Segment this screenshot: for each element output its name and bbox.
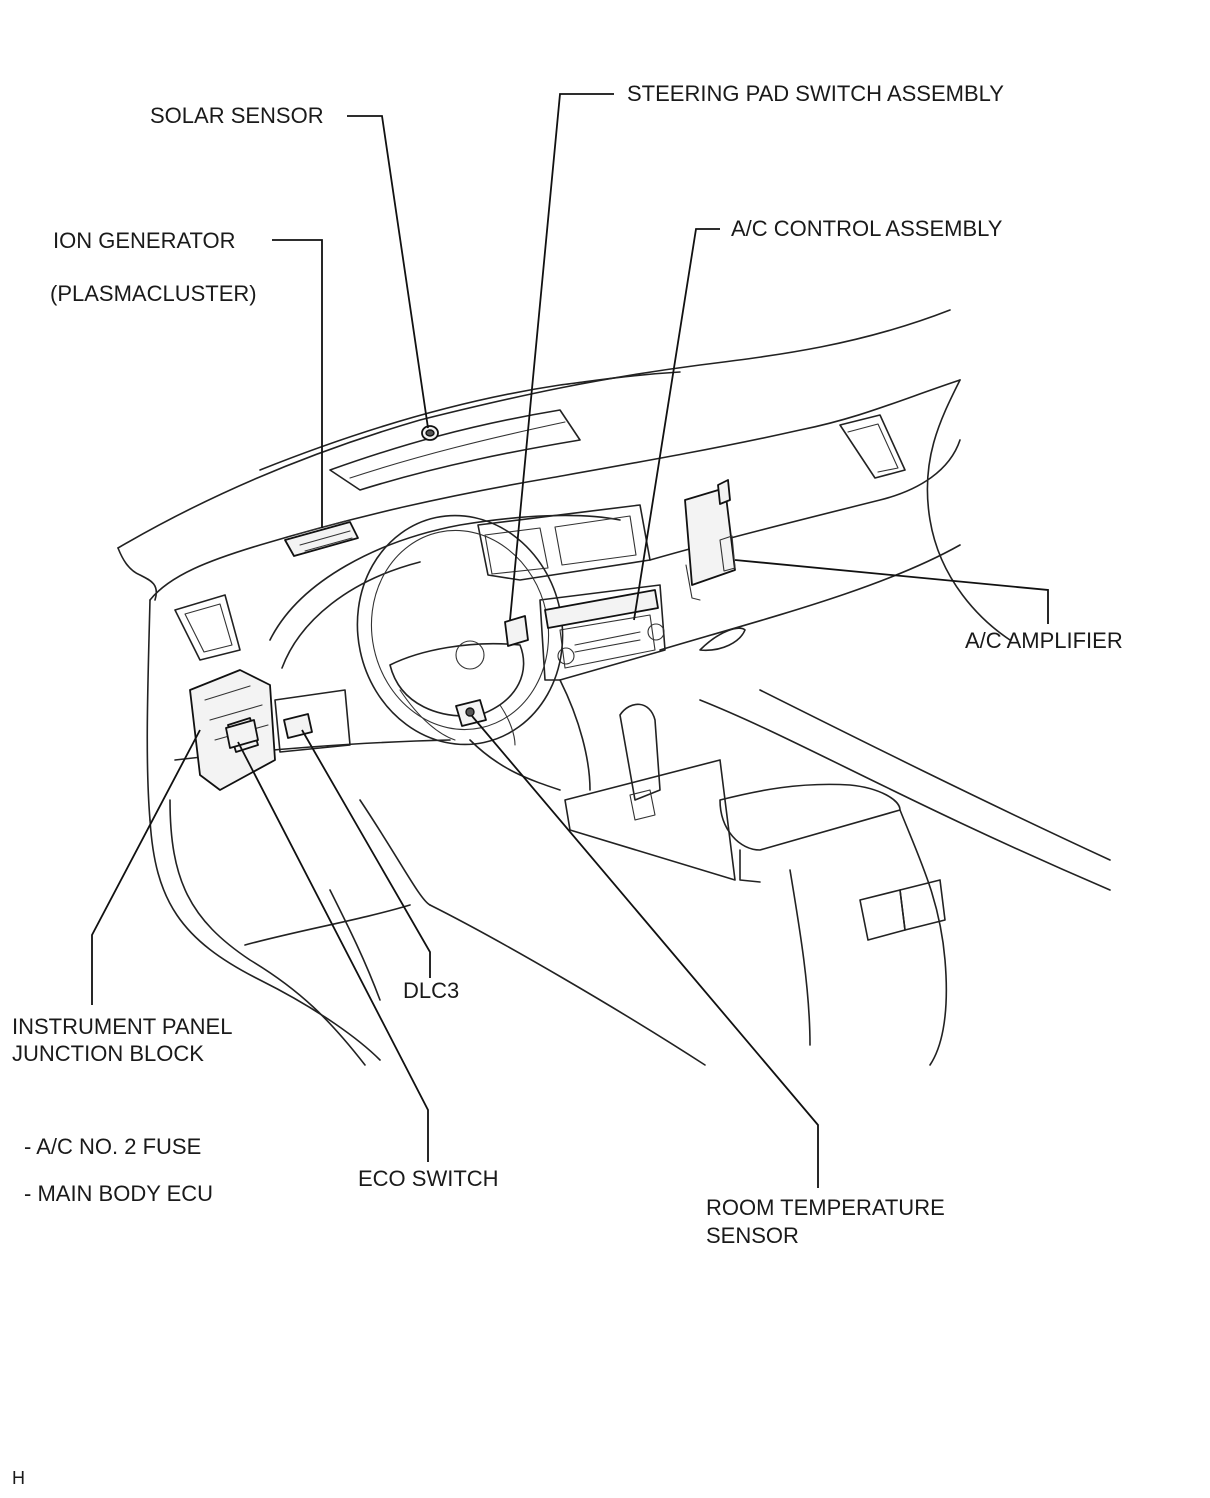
label-steering-pad-switch-assembly: STEERING PAD SWITCH ASSEMBLY [627, 81, 1004, 106]
ac-control-part [544, 589, 659, 629]
label-main-body-ecu: - MAIN BODY ECU [24, 1181, 214, 1206]
leader-ac-control [633, 228, 720, 621]
label-room-temperature: ROOM TEMPERATURE [706, 1195, 945, 1220]
leader-ip-junction [91, 729, 201, 1005]
leader-ac-amplifier [734, 559, 1049, 624]
leader-lines [91, 93, 1049, 1188]
label-dlc3: DLC3 [403, 978, 460, 1003]
leader-steering-pad [509, 93, 614, 621]
label-junction-block: JUNCTION BLOCK [12, 1041, 204, 1066]
label-instrument-panel: INSTRUMENT PANEL [12, 1014, 233, 1039]
leader-dlc3 [301, 729, 431, 978]
room-temp-sensor-part [455, 699, 487, 727]
label-ac-no2-fuse: - A/C NO. 2 FUSE [24, 1134, 202, 1159]
steering-pad-part [504, 615, 529, 647]
solar-sensor-part [421, 425, 439, 441]
dlc3-part [283, 713, 313, 739]
label-sensor: SENSOR [706, 1223, 799, 1248]
ion-generator-part [284, 520, 359, 557]
corner-mark: H [12, 1468, 25, 1488]
label-solar-sensor: SOLAR SENSOR [150, 103, 324, 128]
ac-amplifier-part [684, 479, 736, 601]
label-eco-switch: ECO SWITCH [358, 1166, 499, 1191]
label-ion-generator: ION GENERATOR [53, 228, 236, 253]
label-ac-amplifier: A/C AMPLIFIER [965, 628, 1123, 653]
eco-switch-part [225, 719, 259, 749]
label-plasmacluster: (PLASMACLUSTER) [50, 281, 257, 306]
leader-eco-switch [237, 741, 429, 1162]
label-ac-control-assembly: A/C CONTROL ASSEMBLY [731, 216, 1003, 241]
leader-room-temp [471, 715, 819, 1188]
leader-solar-sensor [347, 115, 429, 429]
leader-ion-generator [272, 239, 323, 528]
